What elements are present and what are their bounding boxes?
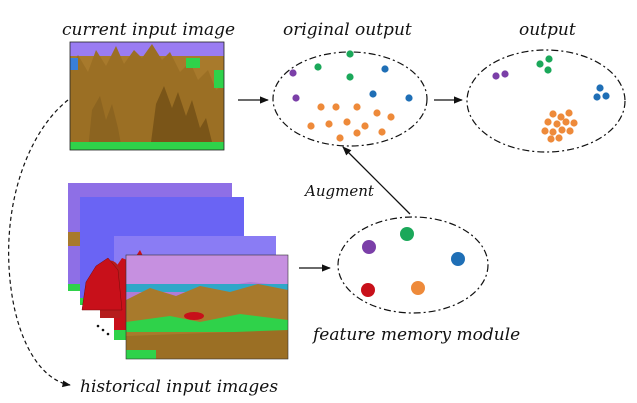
point-orange (325, 120, 333, 128)
arrow-augment (342, 146, 411, 215)
point-green (314, 63, 322, 71)
feature-memory-label: feature memory module (311, 325, 520, 345)
point-orange (555, 134, 563, 142)
output-label: output (519, 20, 576, 40)
point-blue (593, 93, 601, 101)
point-purple (292, 94, 300, 102)
original-output-label: original output (283, 20, 412, 40)
point-blue (602, 92, 610, 100)
current-input-label: current input image (62, 20, 235, 40)
feature-memory-ellipse (337, 216, 489, 314)
output-ellipse (466, 49, 626, 153)
point-blue (596, 84, 604, 92)
point-purple (501, 70, 509, 78)
original-output-points (289, 50, 413, 142)
feature-memory-points (361, 227, 465, 297)
arrow-input-to-historical (8, 99, 71, 388)
current-input-image (70, 42, 224, 150)
point-orange (557, 113, 565, 121)
point-blue (381, 65, 389, 73)
point-green (346, 50, 354, 58)
point-orange (544, 118, 552, 126)
current-input-frame (69, 41, 225, 151)
historical-image-front (126, 255, 288, 359)
point-orange (562, 118, 570, 126)
point-orange (566, 127, 574, 135)
point-orange (541, 127, 549, 135)
prototype-red (361, 283, 375, 297)
point-orange (332, 103, 340, 111)
output-points (492, 55, 610, 143)
point-orange (307, 122, 315, 130)
point-green (544, 66, 552, 74)
point-orange (549, 128, 557, 136)
point-orange (353, 103, 361, 111)
historical-front-frame (125, 254, 289, 360)
point-orange (570, 119, 578, 127)
point-orange (558, 126, 566, 134)
prototype-green (400, 227, 414, 241)
point-orange (565, 109, 573, 117)
augment-label: Augment (303, 182, 375, 200)
point-orange (343, 118, 351, 126)
point-orange (373, 109, 381, 117)
stack-ellipsis (96, 324, 110, 336)
historical-inputs-label: historical input images (80, 377, 278, 397)
point-orange (553, 120, 561, 128)
point-green (346, 73, 354, 81)
point-orange (361, 122, 369, 130)
point-orange (336, 134, 344, 142)
point-orange (547, 135, 555, 143)
point-green (545, 55, 553, 63)
point-purple (492, 72, 500, 80)
point-orange (387, 113, 395, 121)
point-orange (353, 129, 361, 137)
point-orange (549, 110, 557, 118)
historical-red-mountain (81, 257, 123, 311)
point-blue (369, 90, 377, 98)
prototype-purple (362, 240, 376, 254)
point-orange (317, 103, 325, 111)
prototype-orange (411, 281, 425, 295)
point-blue (405, 94, 413, 102)
point-green (536, 60, 544, 68)
point-purple (289, 69, 297, 77)
prototype-blue (451, 252, 465, 266)
point-orange (378, 128, 386, 136)
